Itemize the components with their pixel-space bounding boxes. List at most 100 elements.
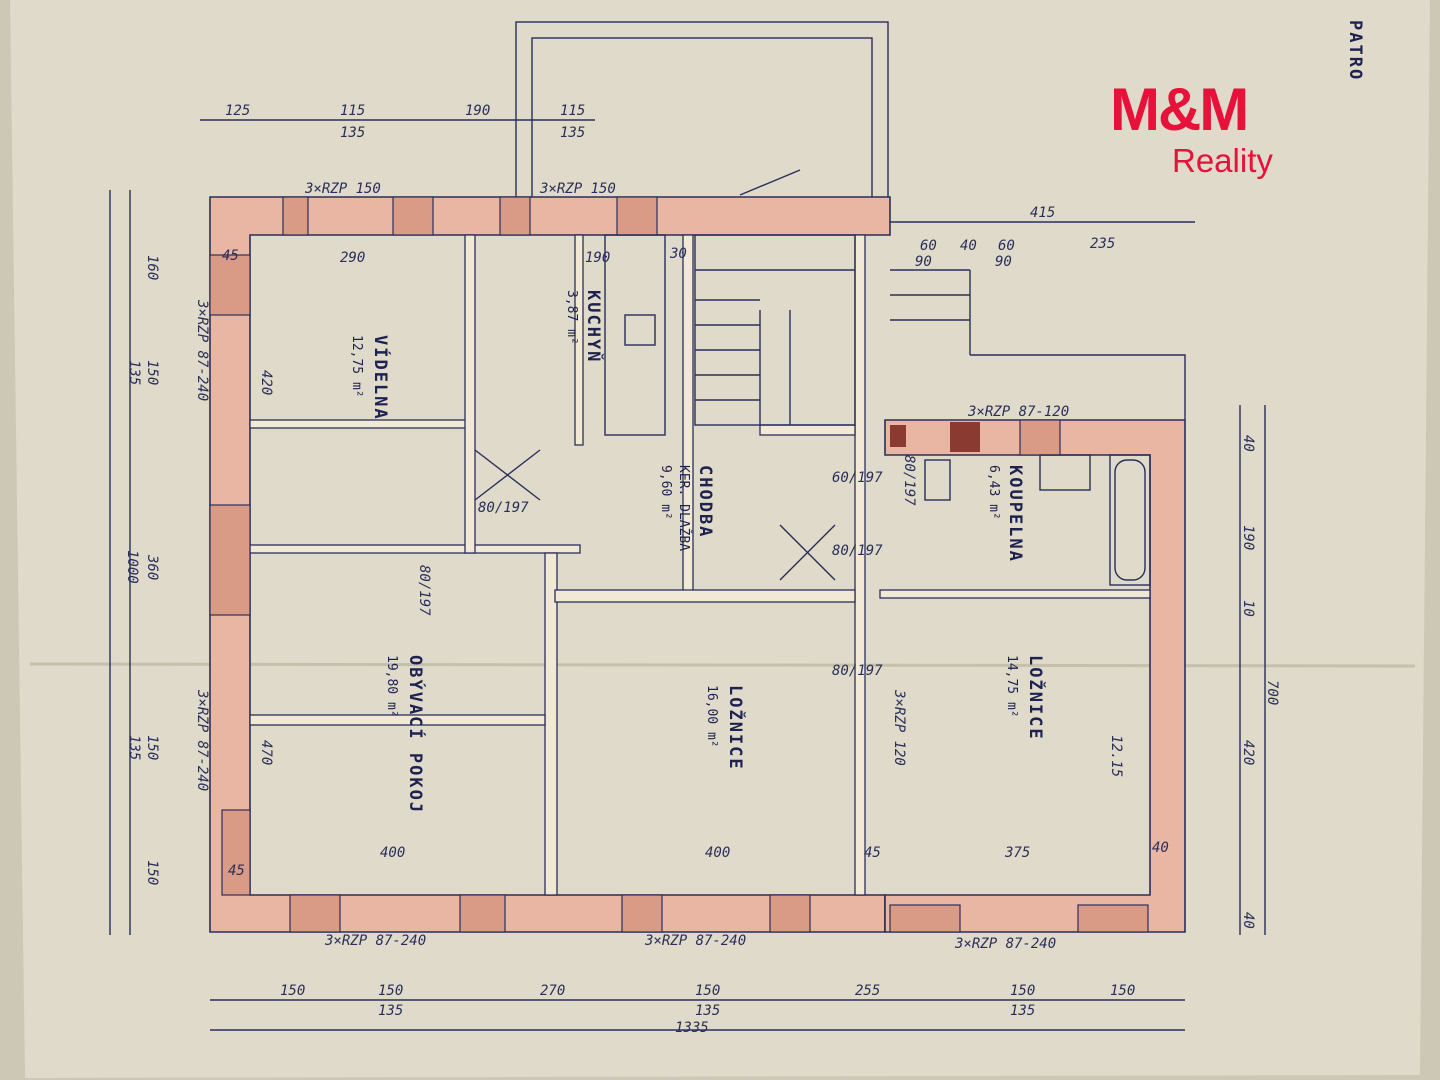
dim-kuch-x: 30 bbox=[669, 246, 687, 262]
dim-right-5: 60 bbox=[998, 238, 1015, 254]
dim-left-5: 1000 bbox=[124, 550, 140, 584]
door-swings bbox=[474, 169, 836, 581]
dim-bottom-1: 150 bbox=[280, 983, 305, 999]
door-label-2: 80/197 bbox=[416, 565, 432, 616]
window-label-top-2: 3×RZP 150 bbox=[539, 181, 616, 197]
left-dimensions: 160 150 135 360 1000 150 135 150 3×RZP 8… bbox=[109, 190, 210, 935]
door-label-5: 60/197 bbox=[832, 470, 883, 486]
window-label-bottom-3: 3×RZP 87-240 bbox=[954, 936, 1056, 952]
dim-top-1: 125 bbox=[225, 103, 250, 119]
door-label-4: 80/197 bbox=[832, 543, 883, 559]
paper-sheet bbox=[10, 0, 1430, 1078]
dim-bottom-2: 150 bbox=[378, 983, 403, 999]
dim-bottom-6: 150 bbox=[1010, 983, 1035, 999]
dim-left-3: 135 bbox=[126, 360, 142, 385]
dim-right-10: 10 bbox=[1240, 600, 1256, 617]
window-label-left-1: 3×RZP 87-240 bbox=[194, 299, 210, 401]
dim-left-8: 150 bbox=[144, 860, 160, 885]
dim-wall-45-a: 45 bbox=[222, 248, 239, 264]
dim-vid-height: 420 bbox=[258, 370, 274, 395]
room-area-loznice1: 16,00 m² bbox=[704, 685, 719, 748]
staircase bbox=[694, 234, 1186, 426]
dim-loz1-width: 400 bbox=[705, 845, 730, 861]
top-dimensions: 125 115 190 115 135 135 bbox=[200, 103, 595, 141]
dim-bottom-5: 255 bbox=[855, 983, 880, 999]
dim-bottom-9: 135 bbox=[695, 1003, 720, 1019]
dim-right-12: 420 bbox=[1240, 740, 1256, 765]
room-name-loznice1: LOŽNICE bbox=[725, 685, 747, 771]
sheet-label: PATRO bbox=[1345, 20, 1365, 81]
brand-logo: M&M Reality bbox=[1110, 76, 1273, 179]
dim-wall-40: 40 bbox=[1152, 840, 1169, 856]
dim-left-6: 150 bbox=[144, 735, 160, 760]
dim-right-6: 90 bbox=[915, 254, 932, 270]
dim-kuch-width: 190 bbox=[585, 250, 610, 266]
dim-top-3: 190 bbox=[465, 103, 490, 119]
outer-wall-right bbox=[884, 419, 1186, 933]
bath-fixtures bbox=[604, 234, 1151, 586]
room-name-loznice2: LOŽNICE bbox=[1025, 655, 1047, 741]
dim-top-6: 135 bbox=[560, 125, 585, 141]
dim-bottom-7: 150 bbox=[1110, 983, 1135, 999]
dim-right-7: 90 bbox=[995, 254, 1012, 270]
dim-top-2: 115 bbox=[340, 103, 365, 119]
dim-bottom-10: 135 bbox=[1010, 1003, 1035, 1019]
dim-left-7: 135 bbox=[126, 735, 142, 760]
room-name-vidalna: VÍDELNA bbox=[370, 335, 392, 421]
room-area-obyvaci: 19,80 m² bbox=[384, 655, 399, 718]
window-label-top-1: 3×RZP 150 bbox=[304, 181, 381, 197]
room-area-koupelna: 6,43 m² bbox=[986, 465, 1001, 520]
right-dimensions: 415 235 60 40 60 90 90 40 190 10 700 420… bbox=[890, 205, 1280, 935]
dim-left-4: 360 bbox=[144, 554, 160, 580]
dim-right-11: 700 bbox=[1264, 680, 1280, 705]
dim-loz2-width: 375 bbox=[1004, 845, 1030, 861]
window-label-left-2: 3×RZP 87-240 bbox=[194, 689, 210, 791]
door-label-3: 80/197 bbox=[832, 663, 883, 679]
room-name-koupelna: KOUPELNA bbox=[1005, 465, 1025, 563]
room-dimensions: 290 190 30 420 400 400 375 470 12.15 45 … bbox=[222, 246, 1169, 879]
dim-top-5: 135 bbox=[340, 125, 365, 141]
bottom-dimensions: 150 150 270 150 255 150 150 135 135 135 … bbox=[210, 983, 1185, 1036]
dim-loz2-height: 12.15 bbox=[1108, 735, 1124, 777]
dim-oby-width: 400 bbox=[380, 845, 405, 861]
dim-top-4: 115 bbox=[560, 103, 585, 119]
dim-right-2: 235 bbox=[1090, 236, 1115, 252]
dim-bottom-8: 135 bbox=[378, 1003, 403, 1019]
dim-vid-width: 290 bbox=[340, 250, 365, 266]
door-label-6: 80/197 bbox=[901, 455, 917, 506]
dim-oby-height: 470 bbox=[258, 740, 274, 765]
brand-logo-sub: Reality bbox=[1172, 142, 1273, 179]
dim-left-1: 160 bbox=[144, 255, 160, 280]
dim-left-2: 150 bbox=[144, 360, 160, 385]
room-name-chodba: CHODBA bbox=[695, 465, 715, 538]
dim-right-9: 190 bbox=[1240, 525, 1256, 550]
room-area-loznice2: 14,75 m² bbox=[1004, 655, 1019, 718]
room-area-vidalna: 12,75 m² bbox=[349, 335, 364, 398]
room-floor-chodba: KER. DLAŽBA bbox=[676, 465, 692, 551]
window-label-inner: 3×RZP 120 bbox=[891, 689, 907, 766]
dim-wall-45-b: 45 bbox=[228, 863, 245, 879]
windows bbox=[209, 196, 1149, 933]
dim-bottom-4: 150 bbox=[695, 983, 720, 999]
dim-right-8: 40 bbox=[1240, 435, 1256, 452]
brand-logo-mark: M&M bbox=[1110, 76, 1247, 143]
interior-walls bbox=[249, 234, 1151, 896]
dim-right-13: 40 bbox=[1240, 912, 1256, 929]
door-labels: 80/197 80/197 80/197 80/197 60/197 80/19… bbox=[416, 455, 917, 679]
door-label-1: 80/197 bbox=[478, 500, 529, 516]
dim-bottom-3: 270 bbox=[540, 983, 565, 999]
window-label-bottom-2: 3×RZP 87-240 bbox=[644, 933, 746, 949]
dim-right-3: 60 bbox=[920, 238, 937, 254]
dim-total-width: 1335 bbox=[675, 1020, 709, 1036]
room-name-obyvaci: OBÝVACÍ POKOJ bbox=[405, 655, 427, 814]
dim-wall-45-c: 45 bbox=[864, 845, 881, 861]
window-label-bottom-1: 3×RZP 87-240 bbox=[324, 933, 426, 949]
room-name-kuchyne: KUCHYŇ bbox=[583, 290, 605, 363]
room-labels: VÍDELNA 12,75 m² KUCHYŇ 3,87 m² CHODBA K… bbox=[349, 290, 1047, 814]
dim-right-4: 40 bbox=[960, 238, 977, 254]
dim-right-1: 415 bbox=[1030, 205, 1055, 221]
window-label-bath: 3×RZP 87-120 bbox=[967, 404, 1069, 420]
room-area-chodba: 9,60 m² bbox=[658, 465, 673, 520]
room-area-kuchyne: 3,87 m² bbox=[564, 290, 579, 345]
